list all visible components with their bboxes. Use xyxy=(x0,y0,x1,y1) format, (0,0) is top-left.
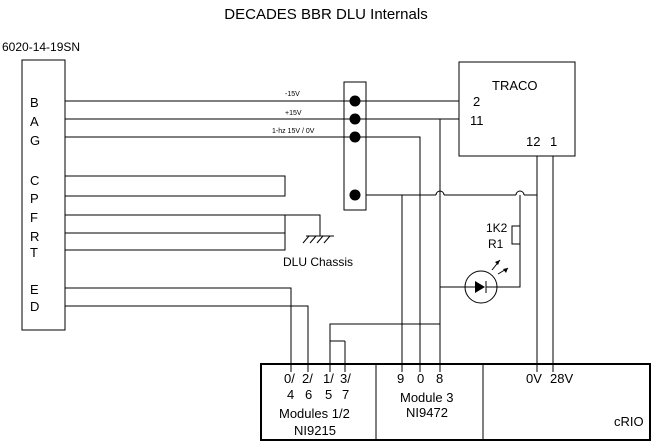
resistor-value: 1K2 xyxy=(486,221,508,235)
connector-pin-g: G xyxy=(30,133,40,148)
power-pin-0v: 0V xyxy=(526,371,542,386)
module12-pin: 4 xyxy=(287,387,294,402)
power-pin-28v: 28V xyxy=(550,371,573,386)
connector-pin-e: E xyxy=(30,282,39,297)
crio-box xyxy=(260,363,651,441)
connector-pin-c: C xyxy=(30,173,39,188)
traco-pin-1: 1 xyxy=(550,134,557,149)
chassis-label: DLU Chassis xyxy=(283,255,353,269)
resistor-icon xyxy=(511,225,521,245)
module12-pin: 2/ xyxy=(302,371,313,386)
module12-pin: 7 xyxy=(342,387,349,402)
connector-pin-b: B xyxy=(30,95,39,110)
module3-pin: 8 xyxy=(436,371,443,386)
wire-label-plus15v: +15V xyxy=(285,110,302,117)
connector-pin-t: T xyxy=(30,245,38,260)
connector-body xyxy=(21,59,66,331)
resistor-ref: R1 xyxy=(488,237,504,251)
traco-pin-2: 2 xyxy=(473,94,480,109)
power-pins: 0V 28V xyxy=(526,371,573,386)
chassis-ground-icon xyxy=(302,235,334,244)
connector-label: 6020-14-19SN xyxy=(2,40,80,54)
traco-label: TRACO xyxy=(492,78,538,93)
module12-pin: 3/ xyxy=(340,371,351,386)
crio-label: cRIO xyxy=(614,414,644,429)
terminal-block-dots xyxy=(349,95,361,201)
modules-1-2: 0/ 2/ 1/ 3/ 4 6 5 7 Modules 1/2 NI9215 xyxy=(279,371,351,438)
module12-name: Modules 1/2 xyxy=(279,406,350,421)
traco-pin-12: 12 xyxy=(526,134,540,149)
wire-label-minus15v: -15V xyxy=(285,91,300,98)
connector-pin-a: A xyxy=(30,114,39,129)
module12-pin: 6 xyxy=(305,387,312,402)
module12-pin: 1/ xyxy=(323,371,334,386)
module3-name: Module 3 xyxy=(400,390,453,405)
terminal-block xyxy=(343,81,367,211)
wire-label-1hz: 1-hz 15V / 0V xyxy=(272,128,315,135)
connector-pin-r: R xyxy=(30,229,39,244)
module12-pin: 0/ xyxy=(284,371,295,386)
traco-box xyxy=(458,61,576,157)
connector-pin-p: P xyxy=(30,191,39,206)
connector-pins: B A G C P F R T E D xyxy=(30,95,40,314)
module3-pin: 0 xyxy=(417,371,424,386)
traco-pin-11: 11 xyxy=(470,113,484,128)
wires xyxy=(65,100,554,372)
module3-pin: 9 xyxy=(397,371,404,386)
module12-part: NI9215 xyxy=(294,423,336,438)
diagram-title: DECADES BBR DLU Internals xyxy=(224,6,427,23)
module12-pin: 5 xyxy=(325,387,332,402)
led-icon xyxy=(464,259,509,304)
connector-pin-d: D xyxy=(30,299,39,314)
module-3: 9 0 8 Module 3 NI9472 xyxy=(397,371,453,420)
terminal-dot xyxy=(349,189,361,201)
module3-part: NI9472 xyxy=(406,405,448,420)
connector-pin-f: F xyxy=(30,210,38,225)
